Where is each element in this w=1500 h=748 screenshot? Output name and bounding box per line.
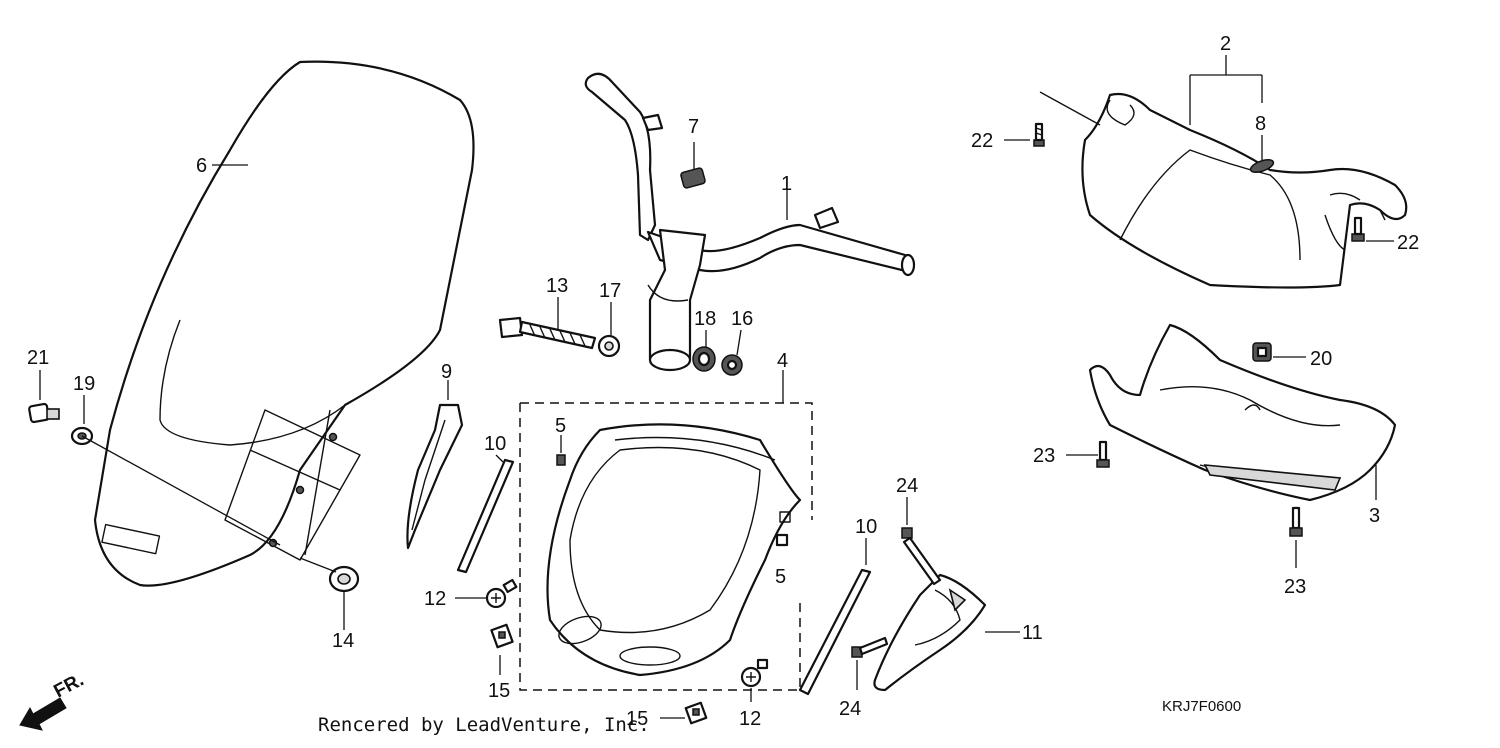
side-cover — [873, 573, 987, 692]
cover-screw-right — [1351, 216, 1365, 242]
callout-10-right: 10 — [855, 516, 877, 538]
front-cover-clip-top — [556, 454, 566, 466]
callout-14: 14 — [332, 630, 354, 652]
windscreen-nut — [328, 565, 360, 593]
side-trim — [406, 403, 464, 550]
callout-2: 2 — [1220, 33, 1231, 55]
callout-3: 3 — [1369, 505, 1380, 527]
rear-cover-screw-bottom — [1289, 506, 1303, 537]
front-direction-arrow-icon: FR. — [19, 670, 87, 731]
callout-1: 1 — [781, 173, 792, 195]
callout-22-left: 22 — [971, 130, 993, 152]
handlebar-rubber — [680, 167, 706, 189]
windscreen — [93, 60, 475, 587]
callout-5-top: 5 — [555, 415, 566, 437]
diagram-code: KRJ7F0600 — [1162, 698, 1241, 715]
callout-5-right: 5 — [775, 566, 786, 588]
front-inner-cover — [546, 423, 802, 677]
callout-16: 16 — [731, 308, 753, 330]
seal-strip-left — [456, 458, 515, 574]
cover-clip-nut — [1252, 342, 1272, 362]
callout-24-bottom: 24 — [839, 698, 861, 720]
callout-17: 17 — [599, 280, 621, 302]
handlebar-bolt — [498, 316, 597, 350]
clip-nut-bottom — [684, 701, 708, 725]
callout-9: 9 — [441, 361, 452, 383]
callout-12-bottom: 12 — [739, 708, 761, 730]
callout-11: 11 — [1022, 622, 1043, 644]
cover-screw — [740, 658, 769, 688]
callout-22-right: 22 — [1397, 232, 1419, 254]
windscreen-bolt — [28, 402, 60, 424]
callout-24-top: 24 — [896, 475, 918, 497]
callout-12-left: 12 — [424, 588, 446, 610]
rear-handle-cover — [1088, 323, 1397, 502]
front-handle-cover — [1081, 92, 1408, 289]
callout-18: 18 — [694, 308, 716, 330]
callout-7: 7 — [688, 116, 699, 138]
cover-screw-left — [1033, 122, 1045, 147]
rear-cover-screw-left — [1096, 440, 1110, 468]
trim-screw — [485, 578, 518, 609]
callout-8: 8 — [1255, 113, 1266, 135]
handlebar-collar — [692, 346, 716, 372]
callout-23-bottom: 23 — [1284, 576, 1306, 598]
front-direction-label: FR. — [50, 670, 87, 703]
callout-labels: 1 2 3 4 5 5 6 7 8 9 10 10 11 12 12 13 14… — [27, 33, 1419, 730]
credit-text: Rencered by LeadVenture, Inc. — [318, 714, 650, 736]
front-cover-clip-right — [775, 533, 789, 547]
callout-15-bottom: 15 — [626, 708, 648, 730]
cover-clip — [1249, 159, 1275, 173]
callout-20: 20 — [1310, 348, 1332, 370]
callout-10-left: 10 — [484, 433, 506, 455]
callout-15-left: 15 — [488, 680, 510, 702]
side-cover-bolt-top — [901, 527, 942, 586]
seal-strip-right — [798, 568, 872, 696]
callout-4: 4 — [777, 350, 788, 372]
side-cover-bolt-bottom — [851, 636, 889, 658]
handlebar-nut — [597, 334, 621, 358]
callout-19: 19 — [73, 373, 95, 395]
callout-13: 13 — [546, 275, 568, 297]
clip-nut-left — [490, 623, 514, 649]
callout-6: 6 — [196, 155, 207, 177]
callout-23-left: 23 — [1033, 445, 1055, 467]
handlebar-lock-nut — [721, 354, 743, 376]
handlebar — [584, 72, 916, 372]
callout-21: 21 — [27, 347, 49, 369]
